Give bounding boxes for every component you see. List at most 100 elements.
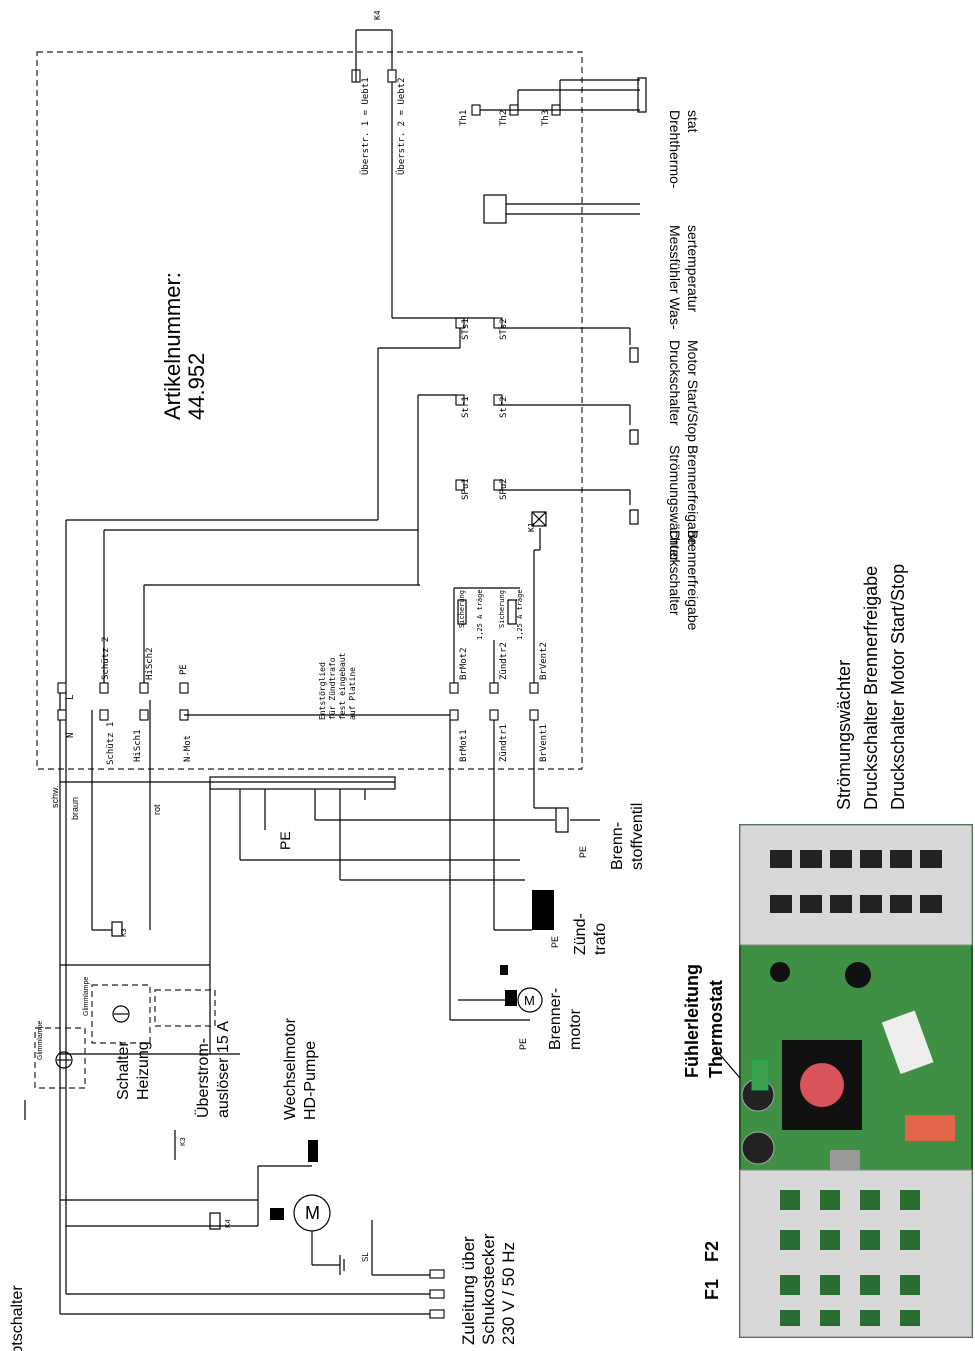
- term-hisch2: HiSch2: [145, 647, 155, 680]
- svg-text:Schalter: Schalter: [115, 1041, 132, 1100]
- brennstoffventil-label: Brenn- stoffventil: [609, 803, 646, 870]
- svg-text:Brenner-: Brenner-: [547, 988, 564, 1050]
- ueberstr2-label: Überstr. 2 = Uebt2: [396, 77, 407, 175]
- term-L: L: [66, 695, 76, 700]
- relay-k3: K3: [180, 1137, 187, 1146]
- pcb-photo: [739, 824, 973, 1338]
- svg-text:Entstörglied: Entstörglied: [318, 662, 327, 720]
- ueberstrom-symbol: [154, 989, 221, 1230]
- relay-k4: K4: [225, 1219, 232, 1228]
- svg-text:Messfühler Was-: Messfühler Was-: [667, 225, 683, 330]
- term-zuendtr2: Zündtr2: [499, 642, 509, 680]
- svg-text:auf Platine: auf Platine: [348, 667, 357, 720]
- svg-text:Thermostat: Thermostat: [706, 980, 726, 1078]
- schalter-heizung-symbol: [91, 921, 151, 1044]
- svg-text:Strömungswächter: Strömungswächter: [667, 445, 683, 562]
- svg-text:Überstrom-: Überstrom-: [194, 1038, 212, 1118]
- pcb-legend: Strömungswächter Druckschalter Brennerfr…: [834, 564, 908, 810]
- term-th3: Th3: [541, 110, 551, 126]
- term-spu1: SPu1: [461, 478, 471, 500]
- svg-text:stat: stat: [685, 110, 701, 133]
- svg-text:Zuleitung über: Zuleitung über: [459, 1236, 478, 1345]
- sicherung-2-value: 1,25 A träge: [516, 589, 524, 640]
- svg-text:fest eingebaut: fest eingebaut: [338, 652, 347, 720]
- svg-text:Motor Start/Stop: Motor Start/Stop: [685, 340, 701, 442]
- terminal-block-right: [417, 394, 547, 721]
- svg-text:Brennerfreigabe: Brennerfreigabe: [685, 530, 701, 631]
- term-str2: Str2: [499, 396, 509, 418]
- sicherung-1-value: 1,25 A träge: [476, 589, 484, 640]
- svg-text:Druckschalter: Druckschalter: [667, 340, 683, 426]
- wire-braun: braun: [70, 797, 80, 820]
- svg-text:für Zündtrafo: für Zündtrafo: [328, 657, 337, 720]
- messfuehler-symbol: [483, 194, 640, 224]
- svg-text:Brennerfreigabe: Brennerfreigabe: [685, 445, 701, 546]
- term-nmot: N-Mot: [183, 735, 193, 762]
- term-brmot2: BrMot2: [459, 647, 469, 680]
- svg-text:Artikelnummer:: Artikelnummer:: [160, 272, 185, 420]
- term-th2: Th2: [499, 110, 509, 126]
- relay-k3-coil: K3: [121, 928, 128, 937]
- wire-sl: SL: [361, 1252, 370, 1262]
- term-N: N: [66, 733, 76, 738]
- term-spu2: SPu2: [499, 478, 509, 500]
- fuse-f1-label: F1: [702, 1279, 722, 1300]
- pe-label-ventil: PE: [578, 846, 588, 858]
- fuse-f2-label: F2: [702, 1241, 722, 1262]
- terminal-block-top: [351, 29, 640, 520]
- svg-text:Druckschalter Motor Start/Stop: Druckschalter Motor Start/Stop: [888, 564, 908, 810]
- druckschalter-brenner-label: Druckschalter Brennerfreigabe: [667, 530, 701, 631]
- control-board-boundary: [36, 51, 583, 770]
- fuehler-thermostat-label: Fühlerleitung Thermostat: [682, 964, 726, 1078]
- messfuehler-label: Messfühler Was- sertemperatur: [667, 225, 701, 330]
- pe-label-strip: PE: [277, 831, 293, 850]
- plug-terminals: [429, 1269, 445, 1319]
- svg-text:Brenn-: Brenn-: [609, 822, 626, 870]
- svg-text:Drehthermo-: Drehthermo-: [667, 110, 683, 189]
- term-str1: Str1: [461, 396, 471, 418]
- wechselmotor-label: Wechselmotor HD-Pumpe: [282, 1017, 319, 1120]
- svg-text:44.952: 44.952: [184, 353, 209, 420]
- brennermotor-label: Brenner- motor: [547, 988, 584, 1050]
- terminal-strip: [209, 776, 555, 881]
- svg-text:sertemperatur: sertemperatur: [685, 225, 701, 312]
- wechselmotor-symbol: M: [257, 1140, 345, 1275]
- term-th1: Th1: [459, 110, 469, 126]
- drehthermostat-symbol: [637, 77, 647, 113]
- term-schuetz1: Schütz 1: [106, 722, 116, 765]
- zuendtrafo-label: Zünd- trafo: [572, 913, 609, 955]
- article-number: Artikelnummer: 44.952: [160, 272, 209, 420]
- svg-text:Heizung: Heizung: [135, 1041, 152, 1100]
- relay-k4-top: K4: [373, 10, 382, 20]
- svg-text:HD-Pumpe: HD-Pumpe: [302, 1041, 319, 1120]
- relay-k1: K1: [527, 522, 536, 532]
- zuleitung-label: Zuleitung über Schukostecker 230 V / 50 …: [459, 1233, 518, 1345]
- term-brvent2: BrVent2: [539, 642, 549, 680]
- svg-text:motor: motor: [567, 1008, 584, 1050]
- svg-text:Wechselmotor: Wechselmotor: [282, 1017, 299, 1120]
- svg-text:Fühlerleitung: Fühlerleitung: [682, 964, 702, 1078]
- svg-text:stoffventil: stoffventil: [629, 803, 646, 870]
- term-schuetz2: Schütz 2: [101, 637, 111, 680]
- schalter-heizung-label: Schalter Heizung: [115, 1041, 152, 1100]
- term-sts2: STs2: [499, 318, 509, 340]
- sicherung-1-label: Sicherung: [458, 590, 466, 628]
- term-brmot1: BrMot1: [459, 729, 469, 762]
- fuehler-pointer: [715, 1049, 741, 1079]
- term-hisch1: HiSch1: [133, 729, 143, 762]
- term-brvent1: BrVent1: [539, 724, 549, 762]
- hauptschalter-symbol: [24, 1027, 86, 1120]
- svg-text:trafo: trafo: [592, 923, 609, 955]
- svg-text:M: M: [305, 1203, 320, 1223]
- main-bus-lines: [59, 690, 430, 1315]
- glimmlampe-1: Glimmlampe: [37, 1021, 44, 1060]
- svg-text:M: M: [524, 993, 535, 1008]
- wire-schw: schw.: [50, 785, 60, 808]
- term-sts1: STs1: [461, 318, 471, 340]
- pe-label-motor: PE: [518, 1038, 528, 1050]
- term-zuendtr1: Zündtr1: [499, 724, 509, 762]
- ueberstr1-label: Überstr. 1 = Uebt1: [360, 77, 371, 175]
- sicherung-2-label: Sicherung: [498, 590, 506, 628]
- stroemung-brenner-label: Strömungswächter Brennerfreigabe: [667, 445, 701, 562]
- zuendtrafo-symbol: [493, 720, 554, 931]
